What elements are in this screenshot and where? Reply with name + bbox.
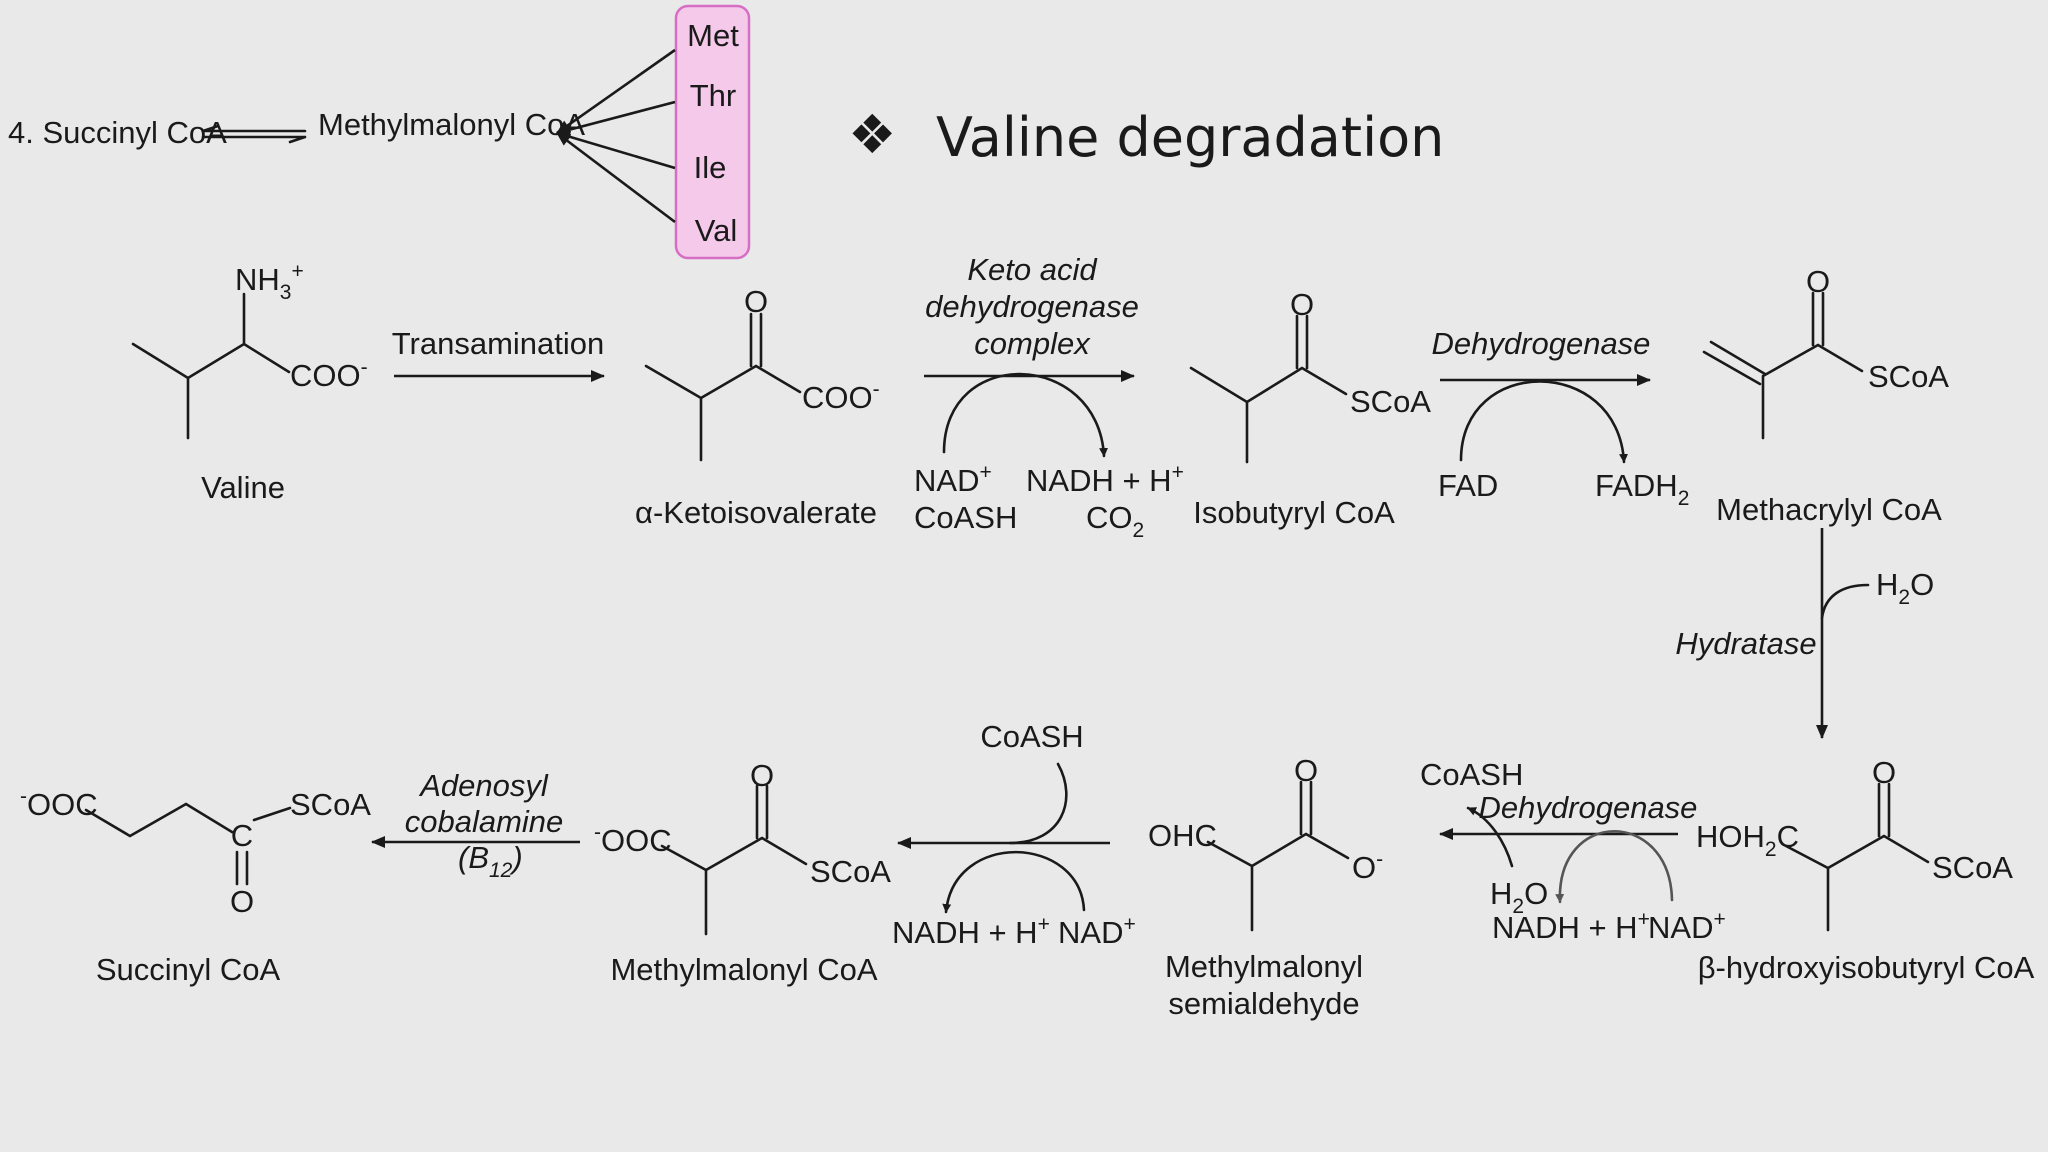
svg-text:-OOC: -OOC — [20, 785, 98, 822]
svg-text:SCoA: SCoA — [290, 787, 371, 822]
dehydrogenase2-coash: CoASH — [1420, 757, 1523, 792]
svg-text:-OOC: -OOC — [594, 821, 672, 858]
dehydrogenase1-label: Dehydrogenase — [1432, 326, 1651, 361]
source-val: Val — [695, 213, 738, 248]
lead-succinyl-label: 4. Succinyl CoA — [8, 115, 227, 150]
svg-text:O: O — [750, 758, 774, 793]
svg-text:SCoA: SCoA — [1350, 384, 1431, 419]
valine-label: Valine — [201, 470, 285, 505]
methacrylyl-label: Methacrylyl CoA — [1716, 492, 1942, 527]
svg-text:COO-: COO- — [802, 378, 880, 415]
hydratase-water: H2O — [1876, 567, 1934, 609]
methacrylyl-structure: O SCoA — [1702, 264, 1949, 440]
hydratase-water-curve — [1820, 583, 1870, 620]
kadh-label-line2: dehydrogenase — [925, 289, 1139, 324]
svg-text:O: O — [230, 884, 254, 919]
ketoisovalerate-structure: O COO- — [644, 284, 880, 462]
step6-nadh: NADH + H+ — [892, 913, 1050, 950]
dehydrogenase2-nadh: NADH + H+ — [1492, 908, 1650, 945]
source-met: Met — [687, 18, 739, 53]
semialdehyde-label-line2: semialdehyde — [1168, 986, 1359, 1021]
svg-text:HOH2C: HOH2C — [1696, 819, 1799, 861]
succinyl-structure: -OOC C O SCoA — [20, 785, 371, 919]
svg-text:SCoA: SCoA — [1932, 850, 2013, 885]
kadh-nad: NAD+ — [914, 461, 992, 498]
hydroxyisobutyryl-structure: HOH2C O SCoA — [1696, 755, 2013, 932]
svg-text:NH3+: NH3+ — [235, 260, 304, 304]
kadh-cofactor-curve — [942, 372, 1109, 458]
svg-text:OHC: OHC — [1148, 818, 1217, 853]
top-methylmalonyl-label: Methylmalonyl CoA — [318, 107, 585, 142]
step6-nad-curve — [942, 850, 1086, 914]
step6-coash: CoASH — [980, 719, 1083, 754]
isobutyryl-structure: O SCoA — [1189, 287, 1431, 464]
svg-text:SCoA: SCoA — [1868, 359, 1949, 394]
source-thr: Thr — [690, 78, 737, 113]
kadh-co2: CO2 — [1086, 500, 1144, 542]
svg-text:COO-: COO- — [290, 356, 368, 393]
mutase-label-line2: cobalamine — [405, 804, 564, 839]
kadh-coash: CoASH — [914, 500, 1017, 535]
transamination-label: Transamination — [392, 326, 605, 361]
dehydrogenase1-cofactor-curve — [1459, 380, 1629, 464]
mutase-label-line1: Adenosyl — [418, 768, 549, 803]
step6-coash-curve — [1008, 762, 1068, 845]
dehydrogenase2-nad: NAD+ — [1648, 908, 1726, 945]
fadh2-label: FADH2 — [1595, 468, 1689, 510]
svg-text:SCoA: SCoA — [810, 854, 891, 889]
dehydrogenase2-coash-curve — [1466, 806, 1514, 868]
svg-text:O: O — [744, 284, 768, 319]
semialdehyde-structure: OHC O O- — [1148, 753, 1383, 932]
semialdehyde-label-line1: Methylmalonyl — [1165, 949, 1363, 984]
source-converging-arrows — [556, 48, 676, 224]
hydroxyisobutyryl-label: β-hydroxyisobutyryl CoA — [1698, 950, 2035, 985]
isobutyryl-label: Isobutyryl CoA — [1193, 495, 1395, 530]
fad-label: FAD — [1438, 468, 1498, 503]
methylmalonyl-label: Methylmalonyl CoA — [610, 952, 877, 987]
amino-acid-source-box — [674, 4, 751, 260]
kadh-label-line1: Keto acid — [967, 252, 1098, 287]
kadh-nadh: NADH + H+ — [1026, 461, 1184, 498]
svg-text:O: O — [1806, 264, 1830, 299]
title-bullet: ❖ — [848, 103, 896, 166]
valine-structure: NH3+ COO- — [131, 260, 368, 440]
kadh-label-line3: complex — [974, 326, 1091, 361]
mutase-cofactor: (B12) — [458, 840, 523, 882]
hydratase-label: Hydratase — [1675, 626, 1816, 661]
succinyl-label: Succinyl CoA — [96, 952, 281, 987]
dehydrogenase2-label: Dehydrogenase — [1479, 790, 1698, 825]
svg-text:O: O — [1294, 753, 1318, 788]
methylmalonyl-structure: -OOC O SCoA — [594, 758, 891, 936]
step6-nad: NAD+ — [1058, 913, 1136, 950]
dehydrogenase2-nad-curve — [1555, 829, 1674, 904]
svg-text:O: O — [1872, 755, 1896, 790]
source-ile: Ile — [694, 150, 727, 185]
equilibrium-arrows — [201, 124, 307, 144]
ketoisovalerate-label: α-Ketoisovalerate — [635, 495, 877, 530]
dehydrogenase2-water: H2O — [1490, 876, 1548, 918]
page-title: Valine degradation — [936, 106, 1444, 169]
svg-text:O: O — [1290, 287, 1314, 322]
svg-text:O-: O- — [1352, 848, 1383, 885]
svg-text:C: C — [231, 818, 253, 853]
